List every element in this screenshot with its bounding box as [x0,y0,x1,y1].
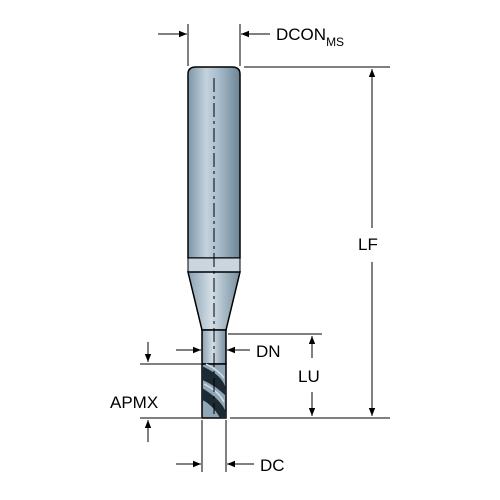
lu-label: LU [298,367,320,386]
dimension-dc: DC [176,420,285,475]
lf-label: LF [358,235,378,254]
tool-body [187,66,241,419]
dimension-lu: LU [228,333,322,416]
dc-label: DC [260,456,285,475]
dn-label: DN [256,342,281,361]
dcon-label: DCONMS [276,25,344,49]
dimension-dn: DN [176,342,281,361]
apmx-label: APMX [110,393,158,412]
dimension-apmx: APMX [110,342,201,442]
dimension-dcon: DCONMS [158,24,344,66]
dimension-lf: LF [230,66,390,419]
